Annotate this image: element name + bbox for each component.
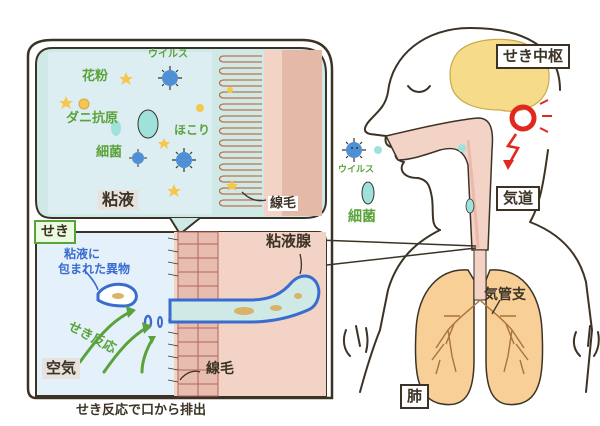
arrowhead [148,336,156,344]
inset-connector [317,239,477,267]
small-bacteria-icon [374,146,382,154]
star-icon [226,180,238,191]
pollen-icon [196,104,204,112]
pollen-icon [227,87,233,93]
label-virus-top: ウイルス [148,49,188,60]
mucus-droplet [270,305,282,311]
cilia-top-pointer [241,191,267,202]
cough-reflex-arrows [78,310,154,374]
foreign-body-arrow [83,269,99,291]
hand-left [342,325,369,357]
label-cilia-top: 線毛 [268,196,299,211]
mucus-panel [35,47,327,219]
inset-outline [26,38,334,400]
virus-icon [129,149,147,167]
signal-arrowhead [503,160,514,170]
lungs [414,249,544,406]
label-airway: 気道 [496,186,541,211]
signal-arrow [505,133,521,167]
trachea [473,249,487,301]
cilia-bottom-pointer [179,370,201,381]
label-mucus-gland: 粘液腺 [266,232,312,250]
arm-right [585,329,593,393]
label-cough: せき [34,220,76,244]
label-cilia-bottom: 線毛 [206,361,234,377]
mucus-droplet [234,307,254,315]
bronchi-pointer [491,299,501,315]
airway-interior [384,117,494,251]
mucus-droplet [112,293,124,299]
bottom-caption: せき反応で口から排出 [76,403,207,418]
label-pollen: 花粉 [82,69,109,84]
mucus-gland-duct [168,274,321,324]
virus-icon [172,148,196,172]
bacteria-icon [137,109,159,139]
label-bacteria-side: 細菌 [348,209,376,225]
label-dust: ほこり [174,123,211,137]
label-air: 空気 [42,358,81,379]
mucus-droplet [294,293,302,299]
bacteria-icon [361,181,375,205]
label-wrapped-foreign-1: 粘液に [64,247,101,261]
arrowhead [126,306,136,318]
label-mucus: 粘液 [98,190,139,210]
label-dust-mite: ダニ抗原 [66,111,119,126]
lung-right [485,269,544,406]
arrowhead [142,322,152,334]
star-icon [167,184,181,197]
airway-inner-highlight [466,139,480,249]
label-virus-side: ウイルス [338,165,375,175]
star-icon [119,72,133,85]
label-wrapped-foreign-2: 包まれた異物 [58,262,131,276]
star-icon [59,96,73,109]
closed-eye [407,85,431,93]
pollen-icon [78,98,90,110]
small-bacteria-icon [458,144,466,152]
mucus-gland-pointer [299,253,303,275]
label-bronchi: 気管支 [484,287,526,303]
virus-icon [342,138,366,162]
bacteria-icon [465,198,475,214]
virus-icon [158,66,182,90]
wrapped-foreign-body [157,316,163,328]
label-cough-center: せき中枢 [496,44,571,69]
arm-left [359,329,381,393]
star-icon [158,138,170,149]
label-lung: 肺 [400,384,430,409]
hand-right [572,325,600,357]
label-bacteria-top: 細菌 [96,145,123,160]
cough-center-ring-icon [509,99,552,133]
bronchi-tree [431,299,529,375]
shoulder-left [379,229,441,331]
bacteria-icon [111,120,121,136]
neck-right [529,149,593,331]
